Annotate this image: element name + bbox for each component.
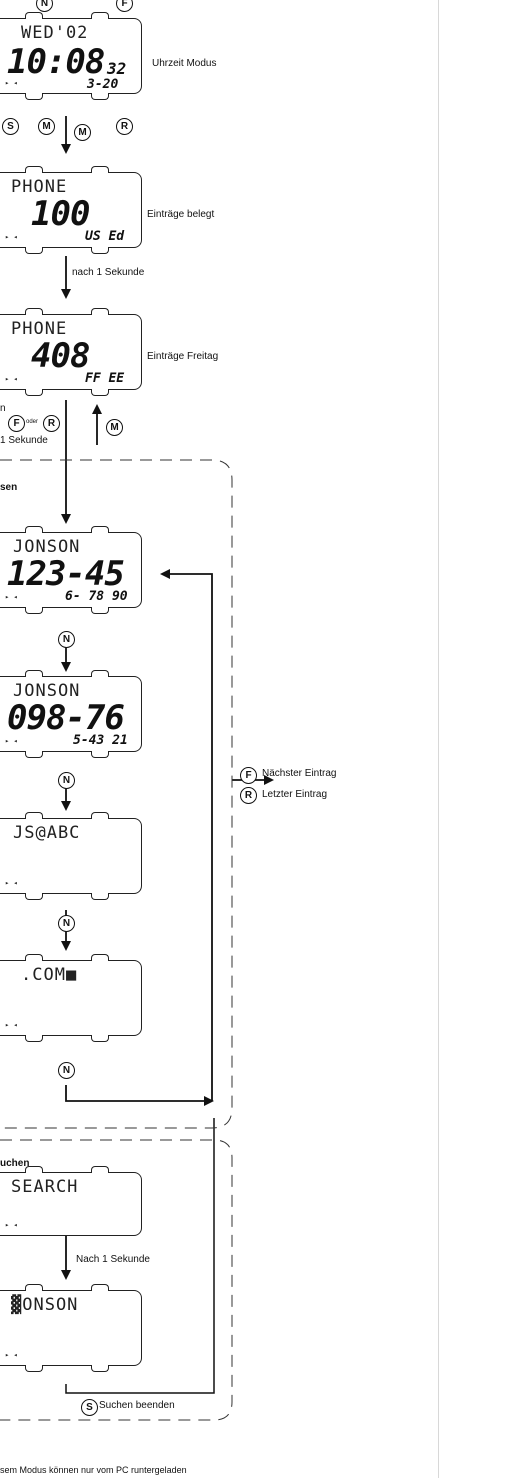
lcd-search-name: ▓ONSON [11, 1295, 79, 1315]
lcd-indicator: ▸ ◂ [5, 375, 18, 383]
watch-screen-entry-4: .COM■ ▸ ◂ [0, 954, 142, 1042]
read-mode-frame [0, 459, 233, 1129]
lcd-count: 408 [31, 336, 90, 376]
button-n-icon: N [58, 915, 75, 932]
lcd-subtext: US Ed [85, 229, 125, 244]
end-search-label: Suchen beenden [99, 1400, 175, 1411]
button-s-icon: S [2, 118, 19, 135]
button-s-icon: S [81, 1399, 98, 1416]
button-r-icon: R [43, 415, 60, 432]
button-f-icon: F [240, 767, 257, 784]
lcd-indicator: ▸ ◂ [5, 233, 18, 241]
lcd-number: 098-76 [7, 698, 125, 738]
arrow-end-search [65, 1118, 215, 1394]
lcd-indicator: ▸ ◂ [5, 737, 18, 745]
watch-screen-entry-3: JS@ABC ▸ ◂ [0, 812, 142, 900]
lcd-indicator: ▸ ◂ [5, 79, 18, 87]
lcd-day: WED'02 [21, 23, 89, 43]
lcd-indicator: ▸ ◂ [5, 593, 18, 601]
lcd-title: PHONE [11, 177, 68, 197]
oder-label: oder [26, 419, 39, 425]
lcd-number: 123-45 [7, 554, 125, 594]
watch-screen-phone-used: PHONE 100 US Ed ▸ ◂ [0, 166, 142, 254]
lcd-indicator: ▸ ◂ [5, 1021, 18, 1029]
arrow-loop-up [160, 569, 213, 1101]
button-m-icon: M [38, 118, 55, 135]
footer-note: sem Modus können nur vom PC runtergelade… [0, 1465, 187, 1475]
lcd-time: 10:08 [7, 42, 105, 82]
lcd-name: JONSON [13, 681, 81, 701]
watch-screen-search: SEARCH ▸ ◂ [0, 1166, 142, 1236]
page-divider [438, 0, 439, 1478]
watch-screen-entry-2: JONSON 098-76 5-43 21 ▸ ◂ [0, 670, 142, 758]
entries-used-label: Einträge belegt [147, 209, 215, 220]
left-edge-label: n [0, 403, 6, 414]
arrow-loop-bottom [65, 1085, 214, 1106]
lcd-search: SEARCH [11, 1177, 79, 1197]
lcd-seconds: 32 [107, 59, 127, 78]
button-n-icon: N [58, 772, 75, 789]
after-1s-label: nach 1 Sekunde [72, 267, 145, 278]
button-r-icon: R [116, 118, 133, 135]
lcd-subtext: FF EE [85, 371, 125, 386]
lcd-count: 100 [31, 194, 90, 234]
search-section-title: uchen [0, 1158, 30, 1169]
button-m-icon: M [106, 419, 123, 436]
button-n-icon: N [58, 631, 75, 648]
read-section-title: sen [0, 482, 18, 493]
after-1s-label: Nach 1 Sekunde [76, 1254, 150, 1265]
lcd-date: 3-20 [87, 77, 119, 92]
lcd-email-part: .COM■ [21, 965, 78, 985]
lcd-indicator: ▸ ◂ [5, 879, 18, 887]
button-r-icon: R [240, 787, 257, 804]
left-edge-label: 1 Sekunde [0, 435, 48, 446]
time-mode-label: Uhrzeit Modus [152, 58, 217, 69]
button-f-icon: F [8, 415, 25, 432]
watch-screen-phone-free: PHONE 408 FF EE ▸ ◂ [0, 308, 142, 396]
lcd-indicator: ▸ ◂ [5, 1221, 18, 1229]
lcd-title: PHONE [11, 319, 68, 339]
lcd-number-rest: 6- 78 90 [65, 589, 128, 604]
button-n-icon: N [36, 0, 53, 12]
lcd-name: JONSON [13, 537, 81, 557]
watch-screen-search-input: ▓ONSON ▸ ◂ [0, 1284, 142, 1372]
search-mode-frame [0, 1139, 233, 1421]
last-entry-label: Letzter Eintrag [262, 789, 328, 800]
entries-free-label: Einträge Freitag [147, 351, 219, 362]
watch-screen-entry-1: JONSON 123-45 6- 78 90 ▸ ◂ [0, 526, 142, 614]
lcd-email-part: JS@ABC [13, 823, 81, 843]
watch-screen-time: WED'02 10:08 32 3-20 ▸ ◂ [0, 12, 142, 100]
next-entry-label: Nächster Eintrag [262, 768, 337, 779]
button-m-icon: M [74, 124, 91, 141]
lcd-indicator: ▸ ◂ [5, 1351, 18, 1359]
button-f-icon: F [116, 0, 133, 12]
lcd-number-rest: 5-43 21 [73, 733, 128, 748]
button-n-icon: N [58, 1062, 75, 1079]
